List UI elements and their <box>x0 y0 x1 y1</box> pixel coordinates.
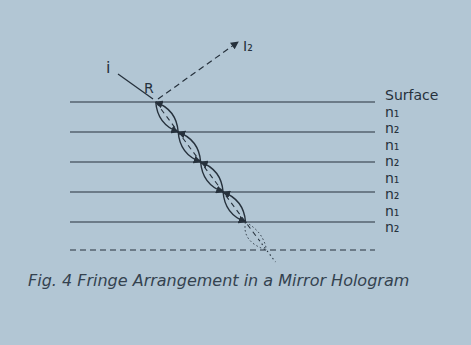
wave-lobe <box>201 162 223 192</box>
index-label: n₂ <box>385 219 400 235</box>
ray-label: i <box>106 60 110 76</box>
wave-lobe <box>156 102 178 132</box>
reflected-ray <box>158 42 238 99</box>
wave-lobe-faint <box>245 222 267 250</box>
incident-ray <box>118 74 153 99</box>
index-label: n₂ <box>385 120 400 136</box>
layer-lines <box>70 102 375 250</box>
wave-lobe <box>156 102 178 132</box>
ray-label: I₂ <box>243 38 253 54</box>
index-label: n₁ <box>385 203 400 219</box>
ray-label: R <box>144 80 154 96</box>
index-label: n₂ <box>385 153 400 169</box>
wave-axis <box>156 102 259 240</box>
index-label: n₁ <box>385 170 400 186</box>
index-label: n₁ <box>385 104 400 120</box>
wave-lobe <box>178 132 200 162</box>
wave-lobe <box>223 192 245 222</box>
index-label: n₁ <box>385 137 400 153</box>
surface-label: Surface <box>385 87 438 103</box>
wave-lobe <box>223 192 245 222</box>
wave-axis-dotted <box>259 240 275 262</box>
wave-lobe <box>201 162 223 192</box>
figure-caption: Fig. 4 Fringe Arrangement in a Mirror Ho… <box>28 270 420 291</box>
standing-wave-path <box>156 102 276 262</box>
wave-lobe-faint <box>246 222 267 250</box>
wave-lobe <box>178 132 200 162</box>
index-label: n₂ <box>385 186 400 202</box>
